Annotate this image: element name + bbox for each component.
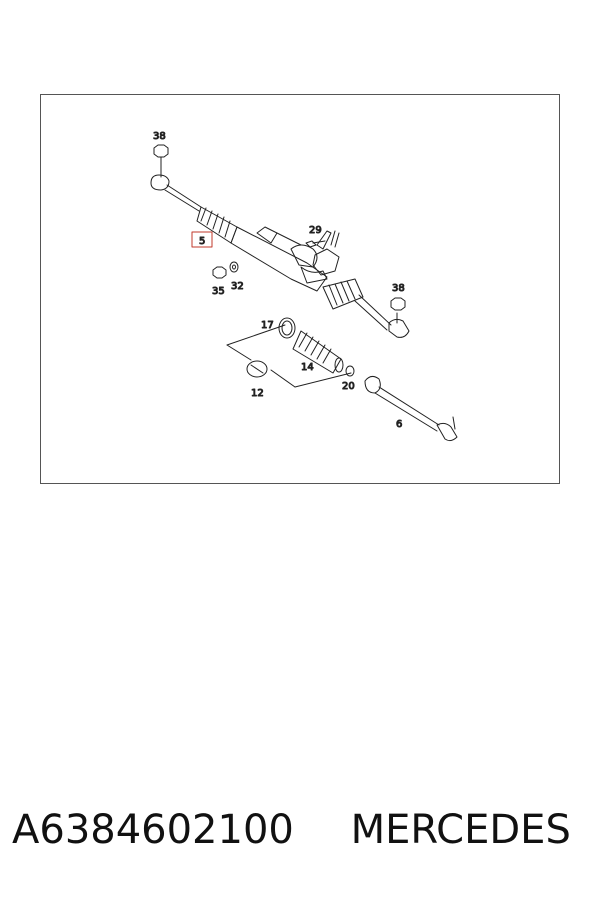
callout-32: 32 [231,281,244,292]
kit-bracket-lines [226,324,352,388]
callout-14: 14 [301,362,314,373]
nut-38-right [390,297,406,311]
steering-rack-diagram: 38 5 29 35 32 38 17 14 12 20 6 [150,131,458,442]
boot-14 [292,330,344,374]
parts-diagram-frame: 38 5 29 35 32 38 17 14 12 20 6 [40,94,560,484]
callout-17: 17 [261,320,274,331]
callout-38-right: 38 [392,283,405,294]
clip-12 [246,360,268,378]
nut-38-top [153,144,169,168]
clamp-17 [278,317,296,339]
callout-12: 12 [251,388,264,399]
tie-rod-end-left [150,166,202,212]
nut-35 [212,266,227,279]
tie-rod-end-right [354,294,410,338]
clip-20 [345,365,355,377]
boot-right [322,278,364,310]
rack-housing [230,226,332,292]
callout-20: 20 [342,381,355,392]
bolt-29 [305,240,326,248]
washer-32 [229,261,239,273]
part-number: A6384602100 [12,807,294,853]
callout-29: 29 [309,225,322,236]
callout-5-highlight-box [191,231,213,248]
brand-name: MERCEDES [350,807,571,853]
callout-35: 35 [212,286,225,297]
callout-38-top: 38 [153,131,166,142]
pinion-valve [312,230,340,276]
callout-6: 6 [396,419,402,430]
part-caption: A6384602100 MERCEDES [12,800,592,870]
callout-5: 5 [199,236,205,247]
tie-rod-6 [364,375,458,442]
